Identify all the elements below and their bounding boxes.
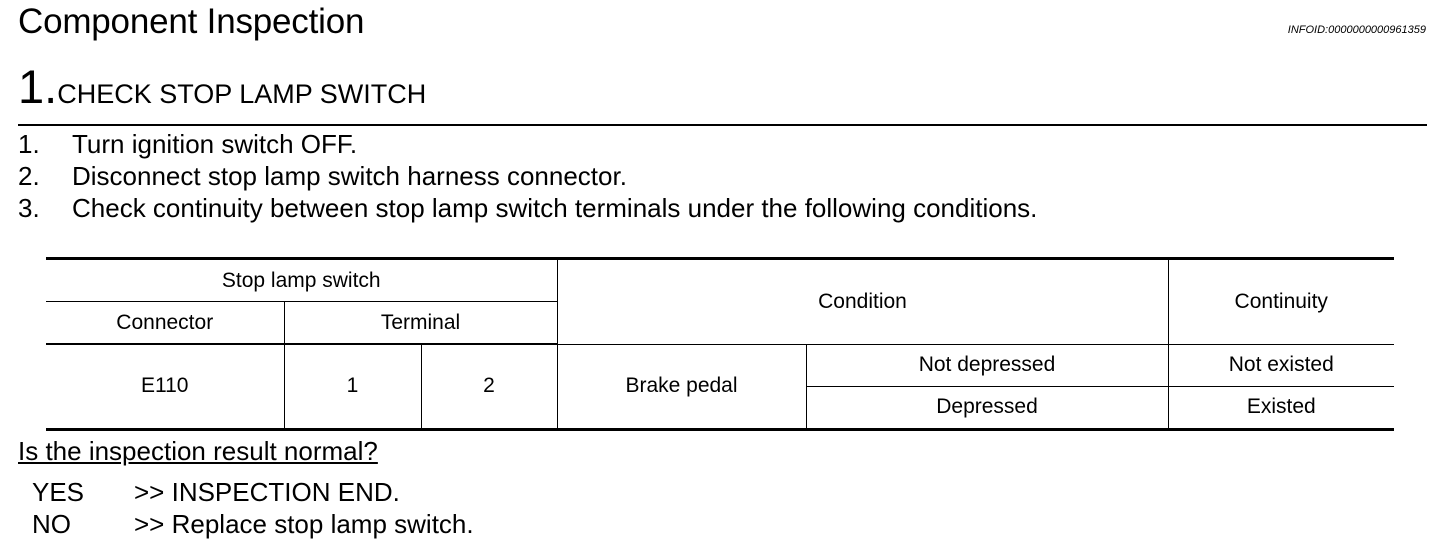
instruction-number: 2.	[18, 161, 40, 191]
inspection-table: Stop lamp switch Condition Continuity Co…	[46, 257, 1394, 431]
answer-text: >> INSPECTION END.	[134, 477, 400, 507]
answer-item: YES >> INSPECTION END.	[32, 476, 474, 508]
instruction-item: 1. Turn ignition switch OFF.	[18, 128, 1037, 160]
instruction-text: Check continuity between stop lamp switc…	[72, 193, 1038, 223]
answer-item: NO >> Replace stop lamp switch.	[32, 508, 474, 540]
header-connector: Connector	[46, 301, 285, 345]
header-terminal: Terminal	[283, 301, 557, 345]
table-row: Depressed Existed	[46, 385, 1394, 430]
instruction-number: 1.	[18, 129, 40, 159]
instruction-text: Turn ignition switch OFF.	[72, 129, 358, 159]
header-continuity: Continuity	[1167, 258, 1394, 345]
inspection-question: Is the inspection result normal?	[18, 436, 378, 466]
instruction-list: 1. Turn ignition switch OFF. 2. Disconne…	[18, 128, 1037, 224]
instruction-number: 3.	[18, 193, 40, 223]
step-number: 1.	[18, 60, 58, 113]
cell-condition-state: Depressed	[806, 385, 1169, 430]
cell-condition-state: Not depressed	[805, 343, 1169, 387]
cell-continuity: Existed	[1167, 385, 1394, 430]
instruction-text: Disconnect stop lamp switch harness conn…	[72, 161, 627, 191]
cell-terminal-a: 1	[283, 343, 422, 430]
header-condition: Condition	[556, 258, 1169, 345]
step-title: CHECK STOP LAMP SWITCH	[57, 79, 427, 109]
cell-continuity: Not existed	[1167, 343, 1394, 387]
page-title: Component Inspection	[18, 2, 365, 41]
answer-key: YES	[32, 477, 85, 507]
instruction-item: 3. Check continuity between stop lamp sw…	[18, 192, 1037, 224]
header-stop-lamp-switch: Stop lamp switch	[46, 258, 558, 302]
answer-list: YES >> INSPECTION END. NO >> Replace sto…	[32, 476, 474, 540]
cell-condition-item: Brake pedal	[556, 343, 807, 430]
answer-key: NO	[32, 509, 71, 539]
table-header-row: Stop lamp switch Condition Continuity	[46, 258, 1394, 345]
answer-text: >> Replace stop lamp switch.	[134, 509, 474, 539]
cell-connector: E110	[46, 343, 285, 430]
info-id: INFOID:0000000000961359	[1287, 24, 1426, 36]
instruction-item: 2. Disconnect stop lamp switch harness c…	[18, 160, 1037, 192]
cell-terminal-b: 2	[420, 343, 558, 430]
table-row: E110 1 2 Brake pedal Not depressed Not e…	[46, 343, 1394, 430]
table-header-row: Connector Terminal	[46, 301, 1394, 345]
section-divider	[18, 124, 1427, 126]
step-heading: 1.CHECK STOP LAMP SWITCH	[18, 62, 426, 122]
